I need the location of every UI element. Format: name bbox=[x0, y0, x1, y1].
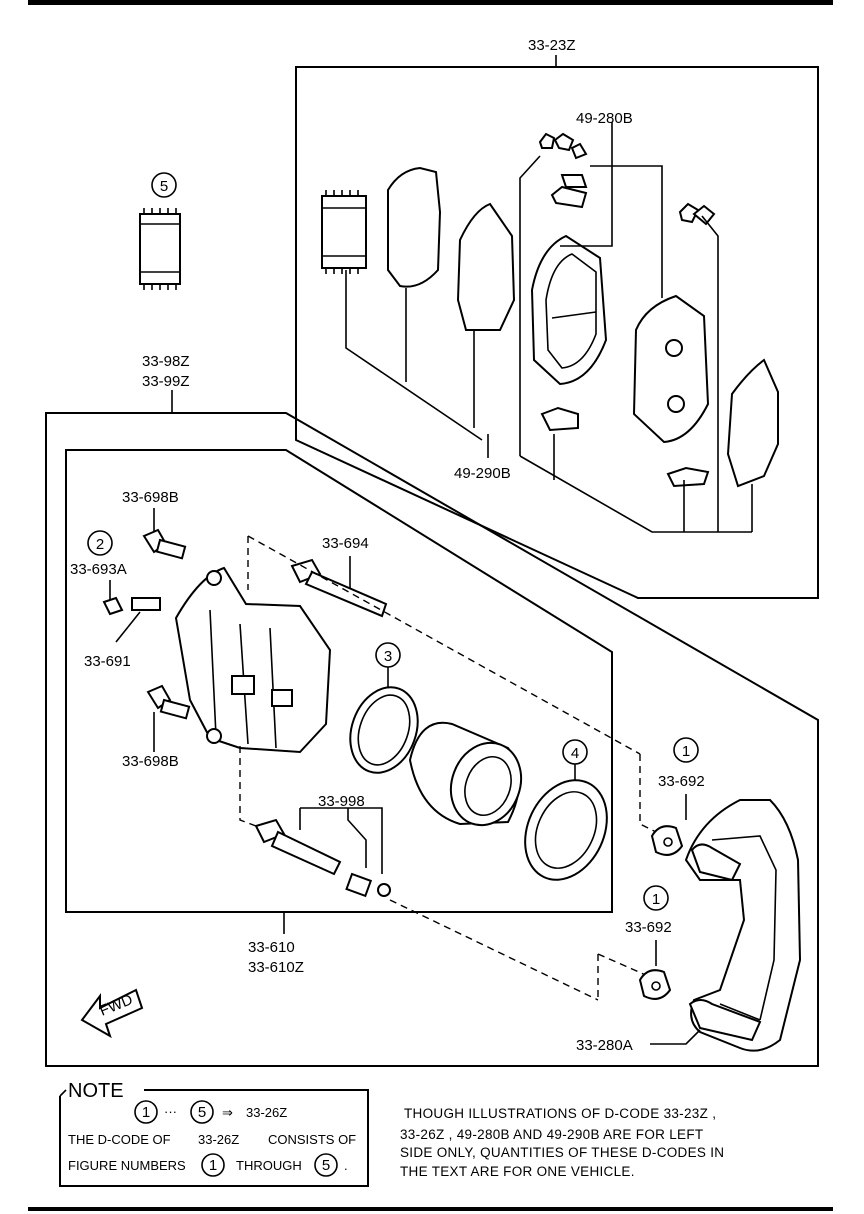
note-code: 33-26Z bbox=[246, 1105, 287, 1120]
bottom-rule bbox=[28, 1207, 833, 1211]
callout-3: 3 bbox=[384, 648, 392, 665]
label-33-693A: 33-693A bbox=[70, 561, 127, 578]
note-box: NOTE 1 ··· 5 ⇒ 33-26Z THE D-CODE OF 33-2… bbox=[59, 1080, 369, 1187]
shim-clips-bottom bbox=[540, 406, 710, 488]
disclaimer: THOUGH ILLUSTRATIONS OF D-CODE 33-23Z , … bbox=[400, 1106, 724, 1179]
note-range-sep: ··· bbox=[164, 1104, 177, 1119]
dust-boot-group: 4 bbox=[524, 739, 608, 881]
callout-5: 5 bbox=[160, 178, 168, 195]
anti-squeal-shim-3 bbox=[726, 358, 779, 488]
label-33-280A: 33-280A bbox=[576, 1037, 633, 1054]
bleeder-group: 2 33-693A 33-691 bbox=[70, 530, 161, 670]
label-33-998: 33-998 bbox=[318, 793, 365, 810]
note-arrow: ⇒ bbox=[222, 1105, 233, 1120]
brake-pad-inner bbox=[530, 234, 608, 386]
callout-4: 4 bbox=[571, 745, 579, 762]
brake-pad-outer bbox=[632, 294, 710, 444]
note-line3-a: FIGURE NUMBERS bbox=[68, 1158, 186, 1173]
disclaimer-line4: THE TEXT ARE FOR ONE VEHICLE. bbox=[400, 1164, 635, 1179]
label-33-698B-lower: 33-698B bbox=[122, 753, 179, 770]
label-33-698B-upper: 33-698B bbox=[122, 489, 179, 506]
bolt-upper: 33-698B bbox=[122, 489, 187, 560]
bolt-lower: 33-698B bbox=[122, 684, 191, 770]
dust-kit-group: 33-998 bbox=[254, 793, 391, 898]
shim-clips-top bbox=[538, 132, 588, 209]
label-33-694: 33-694 bbox=[322, 535, 369, 552]
piston bbox=[408, 721, 523, 827]
label-33-610Z: 33-610Z bbox=[248, 959, 304, 976]
anti-squeal-shim-2 bbox=[456, 202, 516, 331]
guide-pin-upper: 33-694 bbox=[290, 535, 388, 618]
bushing-upper-group: 1 33-692 bbox=[650, 737, 705, 856]
label-49-280B: 49-280B bbox=[576, 110, 633, 127]
caliper-bracket: 33-280A bbox=[576, 799, 802, 1054]
note-range-to: 5 bbox=[198, 1104, 206, 1121]
label-33-692-upper: 33-692 bbox=[658, 773, 705, 790]
disclaimer-line3: SIDE ONLY, QUANTITIES OF THESE D-CODES I… bbox=[400, 1145, 724, 1160]
disclaimer-line2: 33-26Z , 49-280B AND 49-290B ARE FOR LEF… bbox=[400, 1127, 703, 1142]
label-33-692-lower: 33-692 bbox=[625, 919, 672, 936]
note-line2-code: 33-26Z bbox=[198, 1132, 239, 1147]
bushing-lower-group: 1 33-692 bbox=[625, 885, 672, 1000]
label-33-691: 33-691 bbox=[84, 653, 131, 670]
label-33-610: 33-610 bbox=[248, 939, 295, 956]
shim-plate-left bbox=[321, 190, 367, 274]
fwd-arrow: FWD bbox=[80, 988, 144, 1039]
note-line3-b: THROUGH bbox=[236, 1158, 302, 1173]
callout-2: 2 bbox=[96, 536, 104, 553]
note-range-from: 1 bbox=[142, 1104, 150, 1121]
caliper-box: 33-610 33-610Z bbox=[65, 449, 613, 976]
anti-squeal-shim-1 bbox=[387, 166, 442, 288]
note-line2-a: THE D-CODE OF bbox=[68, 1132, 171, 1147]
label-33-99Z: 33-99Z bbox=[142, 373, 190, 390]
pad-kit-box: 33-23Z bbox=[295, 37, 819, 599]
label-49-290B: 49-290B bbox=[454, 465, 511, 482]
note-line3-end: . bbox=[344, 1158, 348, 1173]
pad-kit-leaders: 49-290B bbox=[345, 122, 753, 533]
callout-1-upper: 1 bbox=[682, 743, 690, 760]
callout-1-lower: 1 bbox=[652, 891, 660, 908]
disclaimer-line1: THOUGH ILLUSTRATIONS OF D-CODE 33-23Z , bbox=[404, 1106, 716, 1121]
piston-seal-group: 3 bbox=[349, 642, 419, 774]
label-33-98Z: 33-98Z bbox=[142, 353, 190, 370]
shim-clips-right bbox=[678, 202, 716, 226]
top-rule bbox=[28, 0, 833, 5]
caliper-assy-box: 33-98Z 33-99Z bbox=[45, 353, 819, 1067]
label-33-23Z: 33-23Z bbox=[528, 37, 576, 54]
note-line3-n1: 1 bbox=[209, 1157, 217, 1174]
caliper-housing bbox=[174, 566, 332, 754]
callout-5-group: 5 bbox=[139, 172, 181, 290]
note-line3-n5: 5 bbox=[322, 1157, 330, 1174]
note-line2-b: CONSISTS OF bbox=[268, 1132, 356, 1147]
note-title: NOTE bbox=[68, 1080, 124, 1102]
assembly-dashed-lines bbox=[239, 535, 661, 1001]
